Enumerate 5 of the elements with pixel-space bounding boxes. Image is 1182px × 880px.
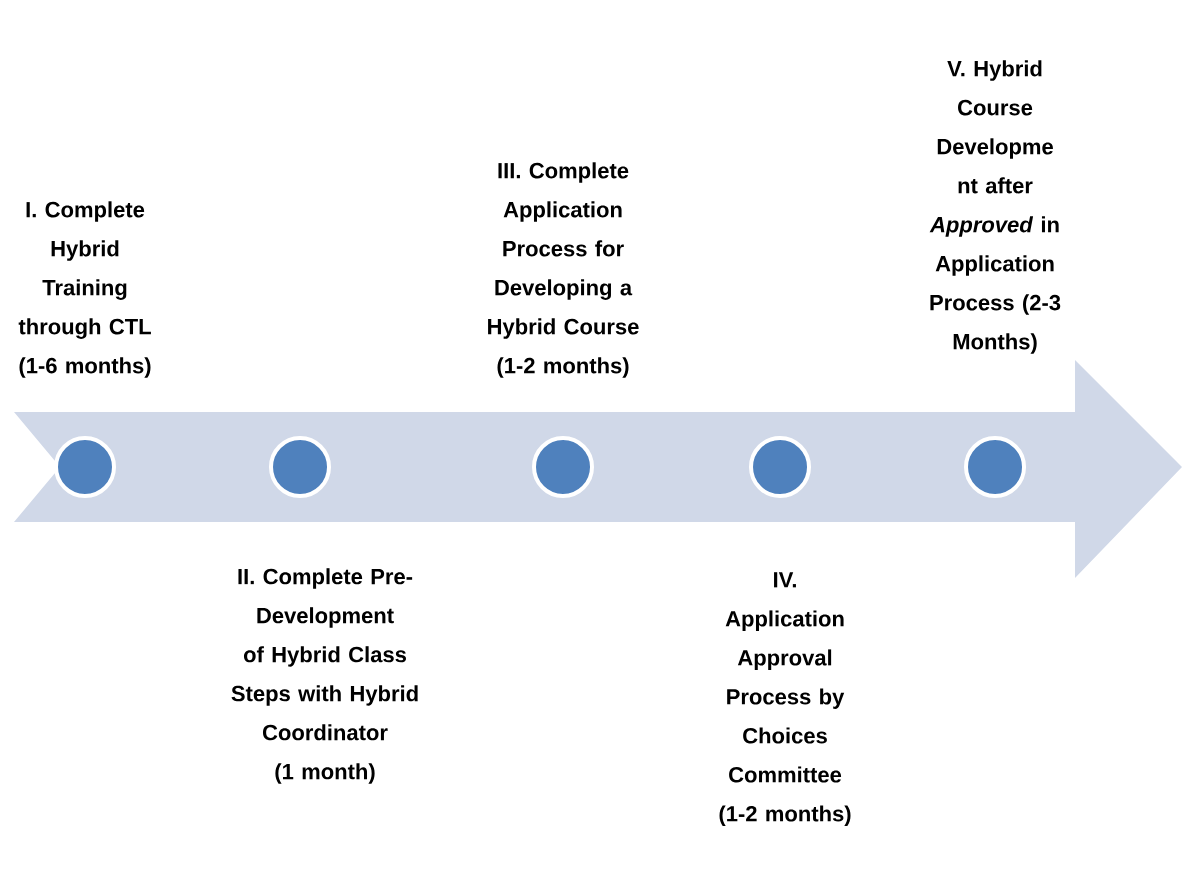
- step-caption: I. Complete Hybrid Training through CTL (1-6 months): [18, 201, 151, 378]
- step-caption: II. Complete Pre- Development of Hybrid Class Steps with Hybrid Coordinator (1 month): [231, 568, 418, 784]
- step-caption: V. Hybrid Course Developme nt after Approved in Application Process (2-3 Months): [929, 60, 1061, 354]
- step-caption: III. Complete Application Process for Developing a Hybrid Course (1-2 months): [488, 162, 639, 378]
- step-caption: IV. Application Approval Process by Choices Committee (1-2 months): [719, 572, 851, 826]
